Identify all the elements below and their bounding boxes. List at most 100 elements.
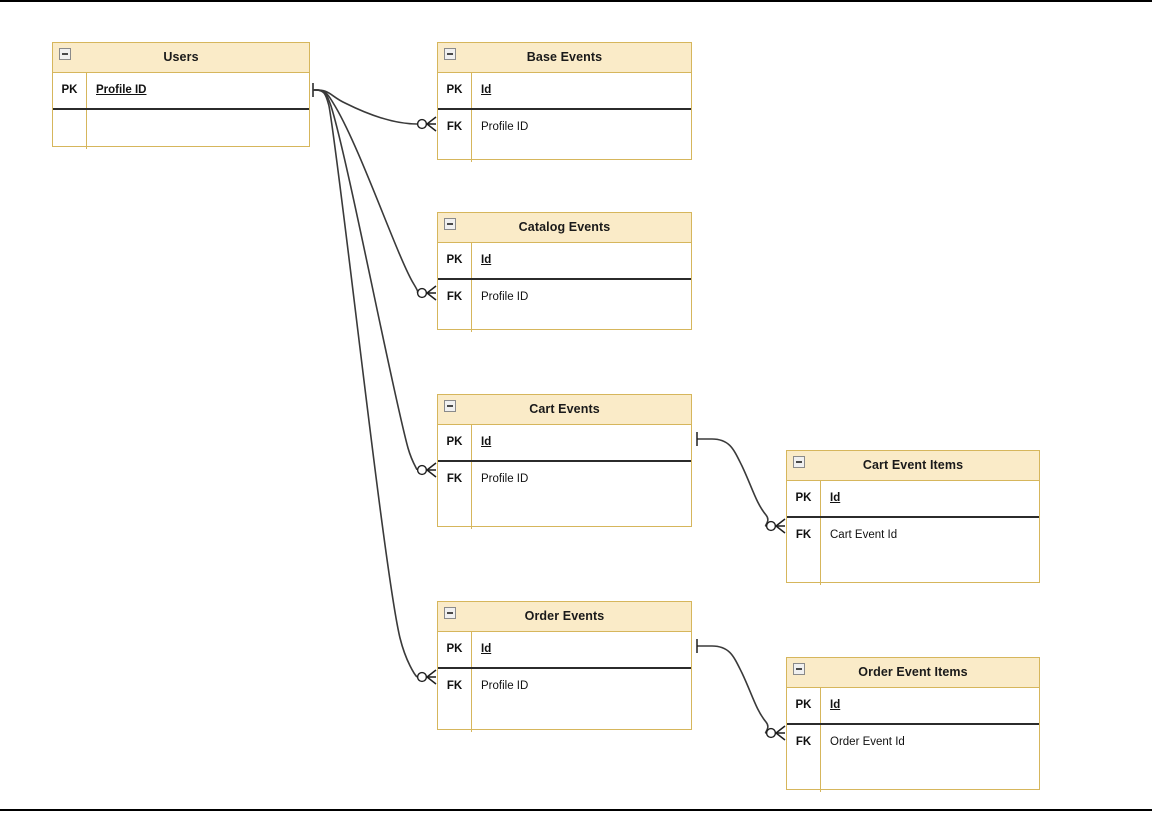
attribute-row[interactable]: FK Cart Event Id [787,518,1039,553]
column-divider [471,243,472,332]
attribute-row[interactable]: FK Profile ID [438,669,691,704]
entity-title: Users [163,50,199,65]
entity-base-events[interactable]: Base Events PK Id FK Profile ID [437,42,692,162]
attribute-row[interactable]: FK Profile ID [438,280,691,315]
attribute-name: Id [481,253,492,266]
relationship-users-catalog-events[interactable] [312,89,437,301]
attribute-key: FK [795,735,812,748]
attribute-name: Id [481,83,492,96]
entity-body-catalog-events: PK Id FK Profile ID [438,243,691,332]
minus-box-icon[interactable] [444,218,456,230]
primary-key-separator [787,516,1039,518]
entity-body-order-events: PK Id FK Profile ID [438,632,691,732]
entity-title: Cart Events [529,402,600,417]
entity-users[interactable]: Users PK Profile ID [52,42,310,149]
entity-header-cart-events: Cart Events [438,395,691,425]
minus-box-icon[interactable] [59,48,71,60]
attribute-name: Profile ID [481,472,529,485]
attribute-row[interactable]: PK Id [438,632,691,667]
entity-cart-event-items[interactable]: Cart Event Items PK Id FK Cart Event Id [786,450,1040,585]
attribute-row[interactable]: PK Id [787,481,1039,516]
minus-box-icon[interactable] [444,607,456,619]
entity-order-events[interactable]: Order Events PK Id FK Profile ID [437,601,692,732]
primary-key-separator [787,723,1039,725]
minus-box-icon[interactable] [793,663,805,675]
attribute-row[interactable]: PK Id [438,73,691,108]
attribute-key: PK [795,491,812,504]
primary-key-separator [438,460,691,462]
entity-cart-events[interactable]: Cart Events PK Id FK Profile ID [437,394,692,529]
relationship-cart-events-cart-event-items[interactable] [696,432,786,534]
entity-empty-area [438,315,691,332]
attribute-name: Profile ID [481,290,529,303]
attribute-name: Id [830,491,841,504]
page-bottom-rule [0,809,1152,811]
entity-header-catalog-events: Catalog Events [438,213,691,243]
attribute-key: PK [446,83,463,96]
entity-order-event-items[interactable]: Order Event Items PK Id FK Order Event I… [786,657,1040,792]
relationship-users-cart-events[interactable] [312,89,437,478]
entity-body-cart-events: PK Id FK Profile ID [438,425,691,529]
minus-box-icon[interactable] [444,400,456,412]
entity-title: Catalog Events [518,220,611,235]
entity-empty-area [438,145,691,162]
attribute-key: PK [446,642,463,655]
attribute-key: FK [446,120,463,133]
attribute-name: Order Event Id [830,735,905,748]
attribute-key: FK [446,472,463,485]
entity-empty-area [787,760,1039,792]
attribute-row[interactable]: PK Id [787,688,1039,723]
relationship-users-order-events[interactable] [312,89,437,685]
entity-empty-area [53,110,309,149]
entity-body-cart-event-items: PK Id FK Cart Event Id [787,481,1039,585]
attribute-name: Id [830,698,841,711]
entity-body-base-events: PK Id FK Profile ID [438,73,691,162]
primary-key-separator [53,108,309,110]
entity-catalog-events[interactable]: Catalog Events PK Id FK Profile ID [437,212,692,332]
attribute-name: Profile ID [96,83,147,96]
entity-title: Order Event Items [858,665,968,680]
column-divider [86,73,87,149]
entity-header-users: Users [53,43,309,73]
entity-body-order-event-items: PK Id FK Order Event Id [787,688,1039,792]
attribute-key: FK [446,290,463,303]
entity-title: Cart Event Items [862,458,964,473]
entity-empty-area [438,704,691,732]
attribute-key: FK [795,528,812,541]
attribute-row[interactable]: PK Profile ID [53,73,309,108]
column-divider [471,73,472,162]
entity-header-cart-event-items: Cart Event Items [787,451,1039,481]
primary-key-separator [438,667,691,669]
attribute-name: Profile ID [481,120,529,133]
primary-key-separator [438,278,691,280]
attribute-row[interactable]: PK Id [438,243,691,278]
attribute-row[interactable]: FK Order Event Id [787,725,1039,760]
column-divider [471,632,472,732]
attribute-row[interactable]: FK Profile ID [438,110,691,145]
column-divider [820,688,821,792]
entity-empty-area [438,497,691,529]
entity-header-base-events: Base Events [438,43,691,73]
entity-header-order-event-items: Order Event Items [787,658,1039,688]
primary-key-separator [438,108,691,110]
entity-empty-area [787,553,1039,585]
attribute-key: PK [795,698,812,711]
attribute-key: PK [446,435,463,448]
minus-box-icon[interactable] [793,456,805,468]
attribute-name: Cart Event Id [830,528,898,541]
attribute-key: FK [446,679,463,692]
column-divider [471,425,472,529]
entity-title: Order Events [524,609,605,624]
entity-header-order-events: Order Events [438,602,691,632]
attribute-row[interactable]: PK Id [438,425,691,460]
relationship-users-base-events[interactable] [312,83,437,132]
minus-box-icon[interactable] [444,48,456,60]
entity-body-users: PK Profile ID [53,73,309,149]
attribute-name: Profile ID [481,679,529,692]
attribute-name: Id [481,642,492,655]
attribute-row[interactable]: FK Profile ID [438,462,691,497]
relationship-order-events-order-event-items[interactable] [696,639,786,741]
entity-title: Base Events [526,50,603,65]
attribute-key: PK [61,83,78,96]
